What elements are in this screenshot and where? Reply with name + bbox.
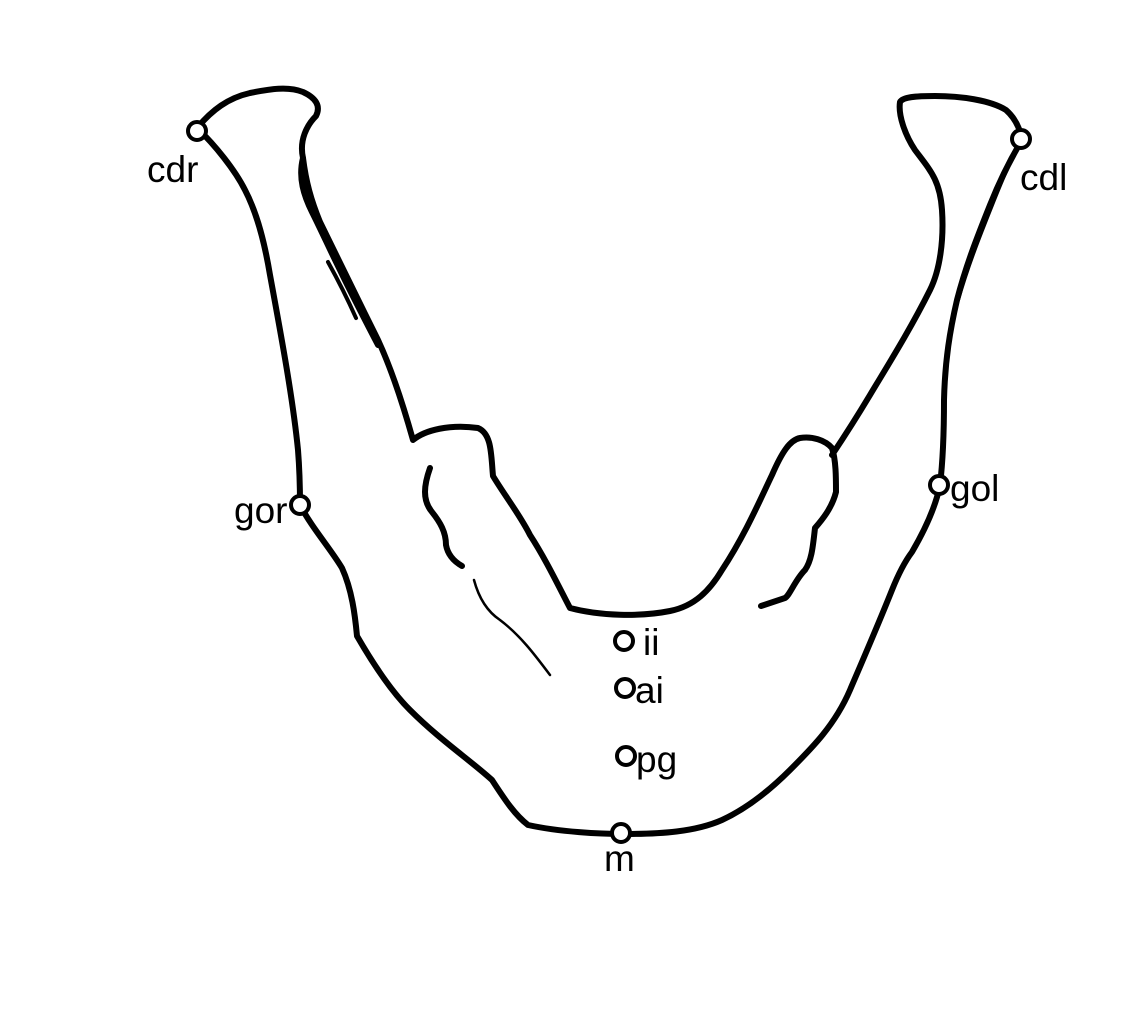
landmark-label-ai: ai: [635, 670, 664, 711]
mandible-right-ramus-inner: [956, 138, 1024, 302]
landmark-point-m: [610, 822, 632, 844]
landmark-label-gor: gor: [234, 490, 287, 531]
mandible-left-internal-ridge: [422, 465, 465, 569]
mandible-left-ridge-stroke: [326, 260, 358, 320]
landmark-label-m: m: [604, 838, 635, 879]
landmark-point-ii: [613, 630, 635, 652]
mandible-outer-contour: [194, 85, 839, 618]
mandible-left-mylohyoid-line: [472, 578, 552, 677]
landmark-point-gor: [289, 494, 311, 516]
mandible-right-internal-ridge: [783, 568, 807, 600]
mandible-right-condyle: [829, 93, 1025, 458]
landmark-point-gol: [928, 474, 950, 496]
mandible-left-contour: [194, 125, 943, 837]
landmark-label-cdr: cdr: [147, 149, 198, 190]
landmark-label-pg: pg: [636, 739, 677, 780]
landmark-point-ai: [614, 677, 636, 699]
mandible-right-ramus-outer: [937, 137, 1025, 488]
landmark-point-cdl: [1010, 128, 1032, 150]
landmark-point-cdr: [186, 120, 208, 142]
landmark-label-cdl: cdl: [1020, 157, 1067, 198]
mandible-left-inner-line: [298, 155, 381, 348]
landmark-label-ii: ii: [643, 622, 659, 663]
landmark-point-pg: [615, 745, 637, 767]
landmark-label-gol: gol: [950, 468, 999, 509]
